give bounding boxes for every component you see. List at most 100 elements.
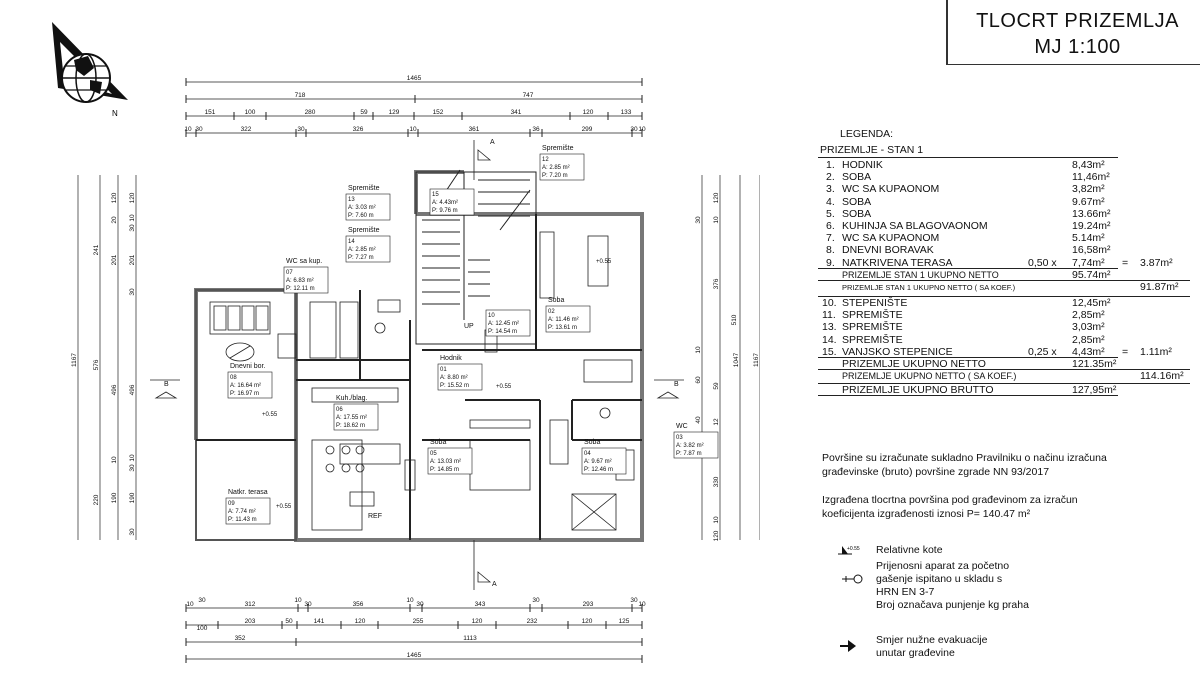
- dim-bot-r1-6: 10: [406, 597, 414, 604]
- room-tag-text: Soba: [584, 439, 600, 446]
- dim-top-r4-10: 10: [638, 126, 646, 133]
- dim-left-r4-5: 496: [129, 384, 136, 395]
- room-tag-text: 07: [286, 270, 293, 276]
- dim-left-r3-3: 496: [111, 384, 118, 395]
- dim-right-r4-0: 30: [695, 216, 702, 224]
- level-marker-icon: +0.55: [838, 546, 860, 555]
- room-tag: 10A: 12.45 m²P: 14.54 m: [485, 309, 531, 337]
- dim-right-r3-5: 12: [713, 418, 720, 426]
- north-compass-icon: N: [52, 22, 128, 118]
- legend-heading: LEGENDA:: [840, 128, 894, 140]
- room-tag-text: P: 12.46 m: [584, 467, 613, 473]
- dim-bot-total: 1465: [407, 652, 422, 659]
- dim-left-r3-5: 190: [111, 492, 118, 503]
- room-tag-text: P: 14.54 m: [488, 329, 517, 335]
- room-tag-text: 09: [228, 501, 235, 507]
- dim-top-r4-5: 10: [409, 126, 417, 133]
- room-tag-text: Spremište: [542, 145, 574, 152]
- legend-section: PRIZEMLJE - STAN 1: [820, 144, 924, 156]
- title-frame: [946, 0, 948, 64]
- dim-top-r3-1: 100: [245, 109, 256, 116]
- dim-top-r4-2: 322: [241, 126, 252, 133]
- dim-bot-r1-2: 312: [245, 601, 256, 608]
- svg-text:N: N: [112, 109, 118, 118]
- dim-left-r2-2: 220: [93, 494, 100, 505]
- dim-right-r4-2: 60: [695, 376, 702, 384]
- room-tag-text: A: 7.74 m²: [228, 509, 256, 515]
- room-tag-text: Soba: [548, 297, 564, 304]
- room-tag-text: A: 8.80 m²: [440, 375, 468, 381]
- dim-top-r3-4: 129: [389, 109, 400, 116]
- room-tag-text: P: 7.27 m: [348, 255, 374, 261]
- title-line-1: TLOCRT PRIZEMLJA: [976, 10, 1179, 32]
- legend-rule: [818, 296, 1190, 297]
- room-tag-text: A: 17.55 m²: [336, 415, 367, 421]
- dim-top-r4-7: 36: [532, 126, 540, 133]
- room-tag: Kuh./blag.06A: 17.55 m²P: 18.62 m: [333, 395, 379, 431]
- dim-left-r4-6: 10: [129, 454, 136, 462]
- dim-left-r4-0: 120: [129, 192, 136, 203]
- room-tag-text: A: 6.83 m²: [286, 278, 314, 284]
- legend-rule: [818, 383, 1190, 385]
- dim-right-r3-6: 330: [713, 476, 720, 487]
- room-tag-text: Hodnik: [440, 355, 462, 362]
- dim-top-r3-7: 120: [583, 109, 594, 116]
- dim-right-r3-4: 59: [713, 382, 720, 390]
- dim-bot-r2-8: 120: [582, 618, 593, 625]
- dim-bot-r2-1: 203: [245, 618, 256, 625]
- drawing-title: TLOCRT PRIZEMLJA MJ 1:100: [955, 8, 1200, 60]
- room-tag-text: P: 7.60 m: [348, 213, 374, 219]
- legend-rule: [818, 267, 1118, 269]
- dim-left-r4-7: 30: [129, 464, 136, 472]
- room-tag-text: P: 16.97 m: [230, 391, 259, 397]
- notes: Površine su izračunate sukladno Pravilni…: [822, 451, 1192, 528]
- dim-top-r3-0: 151: [205, 109, 216, 116]
- room-tag-text: 12: [542, 157, 549, 163]
- dim-left-total: 1167: [71, 353, 78, 367]
- section-b-right: B: [674, 381, 679, 388]
- dim-bot-r2-6: 120: [472, 618, 483, 625]
- room-tag-text: Spremište: [348, 185, 380, 192]
- room-tag-text: 05: [430, 451, 437, 457]
- dim-left-r4-3: 201: [129, 254, 136, 265]
- room-tag-text: Kuh./blag.: [336, 395, 368, 402]
- evacuation-arrow-icon: [840, 640, 856, 652]
- level-tag-2: +0.55: [496, 384, 512, 390]
- room-tag-text: P: 11.43 m: [228, 517, 257, 523]
- level-tag-1: +0.55: [596, 259, 612, 265]
- room-tag-text: A: 3.03 m²: [348, 205, 376, 211]
- dim-right-r3-8: 120: [713, 530, 720, 541]
- title-line-2: MJ 1:100: [1034, 36, 1121, 58]
- room-tag-text: A: 2.85 m²: [542, 165, 570, 171]
- dim-top-r2-1: 747: [523, 92, 534, 99]
- dim-top-r4-9: 30: [630, 126, 638, 133]
- level-tag-3: +0.55: [262, 412, 278, 418]
- dim-bot-r2-7: 232: [527, 618, 538, 625]
- legend-koef: PRIZEMLJE UKUPNO NETTO ( SA KOEF.)114.16…: [842, 370, 1184, 383]
- dim-top-total: 1465: [407, 75, 422, 82]
- dim-bot-r1-11: 30: [630, 597, 638, 604]
- dim-bot-r1-3: 10: [294, 597, 302, 604]
- room-tag-text: WC sa kup.: [286, 258, 322, 265]
- dim-top-r4-8: 299: [582, 126, 593, 133]
- dim-right-r2-0: 1047: [733, 352, 740, 367]
- room-tag-text: P: 7.87 m: [676, 451, 702, 457]
- room-tag-text: A: 12.45 m²: [488, 321, 519, 327]
- dim-left-r2-0: 241: [93, 244, 100, 255]
- dim-top-r4-6: 361: [469, 126, 480, 133]
- dim-bot-r2-2: 50: [285, 618, 293, 625]
- dim-top-r3-3: 59: [360, 109, 368, 116]
- dim-top-r3-6: 341: [511, 109, 522, 116]
- room-tag-text: 01: [440, 367, 447, 373]
- dim-left-r4-2: 30: [129, 224, 136, 232]
